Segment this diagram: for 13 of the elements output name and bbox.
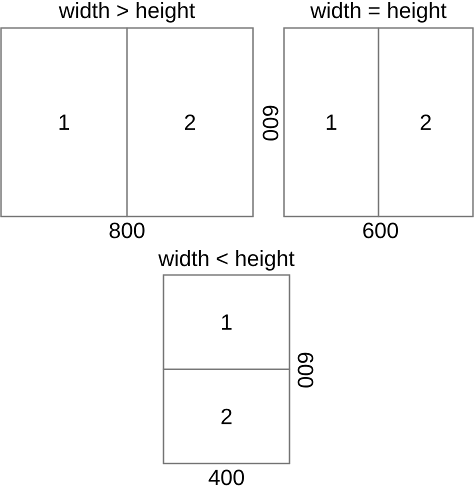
dimension-label: 800 xyxy=(110,222,144,238)
dimension-label: 600 xyxy=(298,352,314,388)
heading: width < height xyxy=(158,250,294,271)
cell: 1 xyxy=(283,27,380,218)
cell: 2 xyxy=(162,368,290,464)
cell: 1 xyxy=(162,274,290,370)
heading: width = height xyxy=(310,2,446,23)
cell: 2 xyxy=(378,27,474,218)
heading: width > height xyxy=(58,2,195,23)
dimension-label: 600 xyxy=(262,106,278,140)
cell: 2 xyxy=(126,27,254,218)
cell: 1 xyxy=(0,27,128,218)
dimension-label: 600 xyxy=(363,222,398,238)
